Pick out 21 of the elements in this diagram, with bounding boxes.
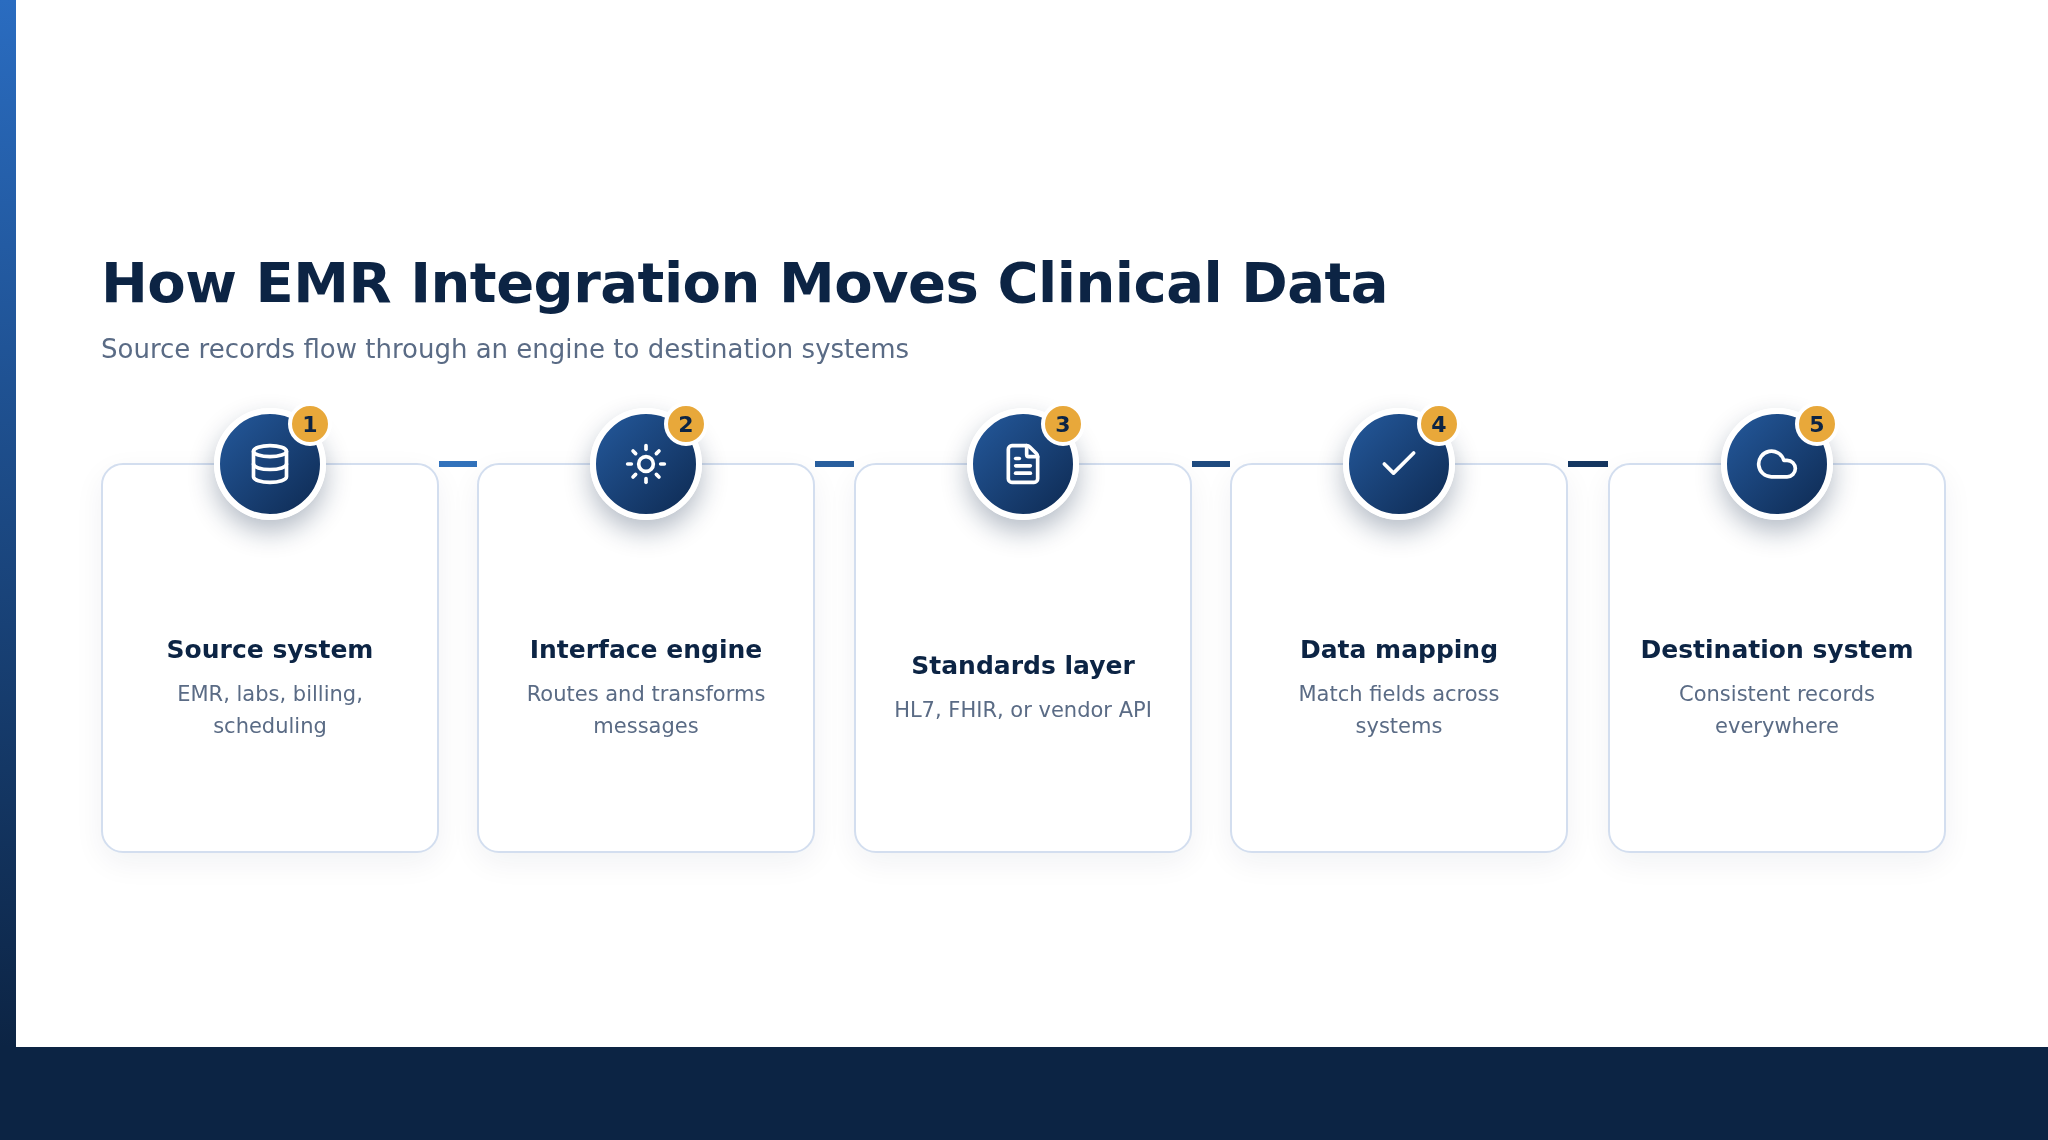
connector-bar <box>815 461 854 467</box>
step-card <box>477 463 815 853</box>
step-description: HL7, FHIR, or vendor API <box>894 696 1152 724</box>
step-description: EMR, labs, billing, scheduling <box>176 680 364 740</box>
title: How EMR Integration Moves Clinical Data <box>101 250 1388 315</box>
connector-bar <box>439 461 477 467</box>
step-description: Match fields across systems <box>1297 680 1501 740</box>
step-title: Data mapping <box>1299 634 1499 664</box>
step-title: Destination system <box>1640 634 1914 664</box>
step-description: Routes and transforms messages <box>525 680 767 740</box>
step-card <box>1608 463 1946 853</box>
step-title: Source system <box>166 634 374 664</box>
subtitle: Source records flow through an engine to destination systems <box>101 334 910 364</box>
connector-bar <box>1568 461 1608 467</box>
step-title: Interface engine <box>529 634 763 664</box>
step-description: Consistent records everywhere <box>1678 680 1876 740</box>
step-card <box>101 463 439 853</box>
connector-bar <box>1192 461 1230 467</box>
step-card <box>1230 463 1568 853</box>
step-card <box>854 463 1192 853</box>
step-title: Standards layer <box>911 650 1135 680</box>
